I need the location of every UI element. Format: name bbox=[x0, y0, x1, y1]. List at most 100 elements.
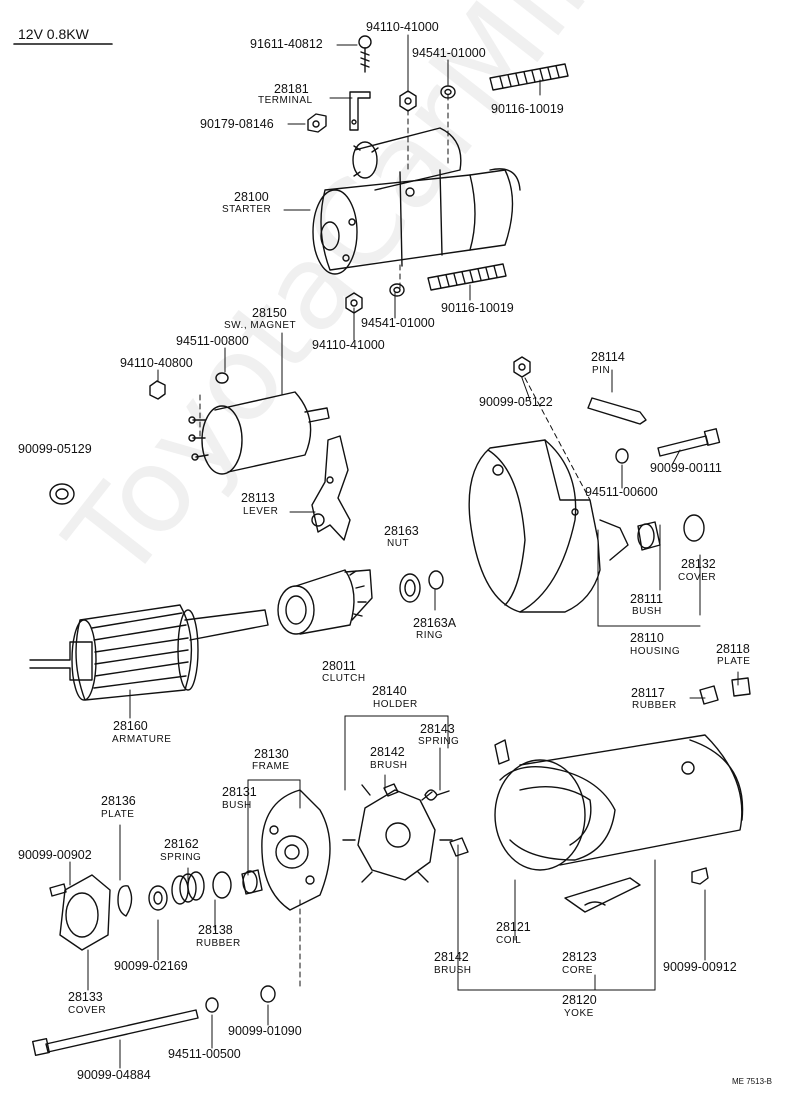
part-name: BRUSH bbox=[370, 760, 408, 771]
part-number[interactable]: 90099-04884 bbox=[77, 1068, 151, 1082]
part-number[interactable]: 90099-00912 bbox=[663, 960, 737, 974]
spring-28143 bbox=[424, 789, 450, 801]
part-number[interactable]: 91611-40812 bbox=[250, 37, 323, 51]
part-name: HOUSING bbox=[630, 646, 681, 657]
part-number[interactable]: 28142 bbox=[370, 745, 405, 759]
part-number[interactable]: 28142 bbox=[434, 950, 469, 964]
brush-holder-28140 bbox=[342, 784, 453, 883]
part-number[interactable]: 94110-40800 bbox=[120, 356, 193, 370]
part-number[interactable]: 94511-00500 bbox=[168, 1047, 241, 1061]
nut-28163 bbox=[399, 573, 421, 603]
bush-28111 bbox=[637, 521, 661, 551]
rubber-28117 bbox=[699, 685, 719, 705]
part-number[interactable]: 94110-41000 bbox=[312, 338, 385, 352]
part-number[interactable]: 28150 bbox=[252, 306, 287, 320]
part-number[interactable]: 28114 bbox=[591, 350, 625, 364]
part-number[interactable]: 28100 bbox=[234, 190, 269, 204]
part-number[interactable]: 28011 bbox=[322, 659, 356, 673]
part-name: SW., MAGNET bbox=[224, 320, 297, 331]
cover-28132 bbox=[683, 514, 705, 542]
part-number[interactable]: 94541-01000 bbox=[361, 316, 435, 330]
part-name: CLUTCH bbox=[322, 673, 366, 684]
part-number[interactable]: 94541-01000 bbox=[412, 46, 486, 60]
part-number[interactable]: 28181 bbox=[274, 82, 309, 96]
screw-90099-00902 bbox=[49, 883, 67, 897]
brush-28142-lower bbox=[449, 837, 469, 857]
washer-94511-00500 bbox=[205, 997, 219, 1013]
part-name: STARTER bbox=[222, 204, 272, 215]
frame-28130 bbox=[261, 789, 331, 911]
part-name: LEVER bbox=[243, 506, 279, 517]
part-name: SPRING bbox=[160, 852, 202, 863]
stud-90116-10019-top bbox=[489, 63, 569, 91]
part-number[interactable]: 90116-10019 bbox=[491, 102, 564, 116]
washer-94541-01000-top bbox=[440, 85, 456, 99]
part-number[interactable]: 28132 bbox=[681, 557, 716, 571]
screw-90099-00912 bbox=[691, 867, 709, 885]
part-number[interactable]: 28133 bbox=[68, 990, 103, 1004]
part-number[interactable]: 28120 bbox=[562, 993, 597, 1007]
part-name: NUT bbox=[387, 538, 410, 549]
leader-lines bbox=[69, 34, 739, 1069]
nut-94110-41000-bottom bbox=[345, 292, 363, 314]
part-number[interactable]: 28140 bbox=[372, 684, 407, 698]
part-number[interactable]: 28136 bbox=[101, 794, 136, 808]
cover-28133 bbox=[59, 874, 111, 951]
part-number[interactable]: 94511-00800 bbox=[176, 334, 249, 348]
part-number[interactable]: 90116-10019 bbox=[441, 301, 514, 315]
part-number[interactable]: 28123 bbox=[562, 950, 597, 964]
pin-28114 bbox=[587, 397, 647, 425]
nut-94110-40800 bbox=[149, 380, 166, 400]
core-28123 bbox=[564, 877, 641, 913]
part-name: ARMATURE bbox=[112, 734, 172, 745]
part-number[interactable]: 28130 bbox=[254, 747, 289, 761]
part-number[interactable]: 28131 bbox=[222, 785, 257, 799]
part-number[interactable]: 90099-02169 bbox=[114, 959, 188, 973]
part-number[interactable]: 94511-00600 bbox=[585, 485, 658, 499]
part-name: BRUSH bbox=[434, 965, 472, 976]
part-number[interactable]: 90099-00902 bbox=[18, 848, 92, 862]
part-name: FRAME bbox=[252, 761, 290, 772]
magnet-switch-28150 bbox=[188, 391, 330, 475]
drawing-code: ME 7513-B bbox=[732, 1077, 773, 1086]
part-name: RUBBER bbox=[632, 700, 677, 711]
part-number[interactable]: 90099-05129 bbox=[18, 442, 92, 456]
part-number[interactable]: 90099-00111 bbox=[650, 461, 722, 475]
part-number[interactable]: 28163 bbox=[384, 524, 419, 538]
part-name: BUSH bbox=[632, 606, 662, 617]
part-number[interactable]: 90179-08146 bbox=[200, 117, 274, 131]
part-number[interactable]: 90099-01090 bbox=[228, 1024, 302, 1038]
washer-94541-01000-bottom bbox=[389, 283, 405, 297]
part-number[interactable]: 28110 bbox=[630, 631, 664, 645]
part-number[interactable]: 28162 bbox=[164, 837, 199, 851]
part-number[interactable]: 90099-05122 bbox=[479, 395, 553, 409]
part-number[interactable]: 28117 bbox=[631, 686, 665, 700]
part-name: COVER bbox=[678, 572, 717, 583]
washer-94511-00800 bbox=[215, 372, 229, 384]
part-number[interactable]: 94110-41000 bbox=[366, 20, 439, 34]
part-number[interactable]: 28113 bbox=[241, 491, 275, 505]
part-name: YOKE bbox=[564, 1008, 594, 1019]
part-number[interactable]: 28111 bbox=[630, 592, 663, 606]
housing-28110 bbox=[468, 439, 629, 613]
part-name: COIL bbox=[496, 935, 522, 946]
nut-90179-08146 bbox=[307, 113, 327, 133]
part-number[interactable]: 28160 bbox=[113, 719, 148, 733]
bush-28131 bbox=[241, 869, 263, 895]
bolt-91611-40812 bbox=[358, 35, 372, 73]
armature-28160 bbox=[29, 604, 269, 701]
part-number[interactable]: 28143 bbox=[420, 722, 455, 736]
bolt-90099-04884 bbox=[31, 1009, 199, 1057]
nut-90099-05122 bbox=[513, 356, 531, 378]
bolt-90099-00111 bbox=[657, 428, 721, 457]
plate-28136 bbox=[117, 885, 133, 917]
starter-28100 bbox=[312, 127, 521, 275]
part-number[interactable]: 28118 bbox=[716, 642, 750, 656]
part-number[interactable]: 28121 bbox=[496, 920, 531, 934]
part-number[interactable]: 28163A bbox=[413, 616, 457, 630]
washer-94511-00600 bbox=[615, 448, 629, 464]
part-number[interactable]: 28138 bbox=[198, 923, 233, 937]
part-name: RING bbox=[416, 630, 443, 641]
